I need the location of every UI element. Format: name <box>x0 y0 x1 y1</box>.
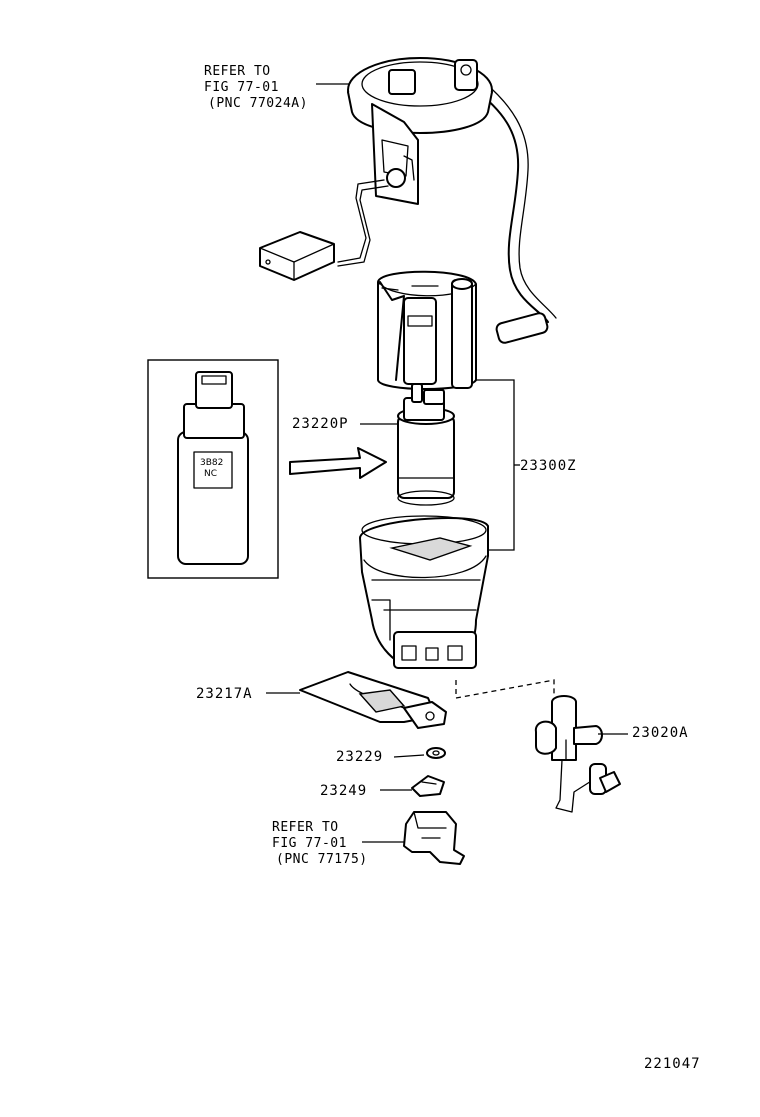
check-valve <box>534 695 621 813</box>
bottom-cover <box>403 811 465 865</box>
refer-top-line1: REFER TO <box>204 64 271 79</box>
refer-top-line3: (PNC 77024A) <box>208 96 308 111</box>
fuel-hose <box>475 89 549 323</box>
inset-label-line2: NC <box>204 469 218 479</box>
washer <box>426 747 446 759</box>
fuel-pump <box>397 383 455 506</box>
part-number-23020A: 23020A <box>632 725 689 741</box>
hose-connector <box>495 312 549 344</box>
gauge-connector-block <box>388 69 416 95</box>
inset-label-line1: 3B82 <box>200 458 224 468</box>
sender-unit <box>259 231 335 281</box>
sender-gauge-top-assembly <box>259 57 557 344</box>
part-number-23229: 23229 <box>336 749 384 765</box>
dashed-connection-line <box>455 679 555 699</box>
gauge-bracket <box>371 103 419 205</box>
refer-bottom-line3: (PNC 77175) <box>276 852 368 867</box>
part-number-23217A: 23217A <box>196 686 253 702</box>
part-number-23249: 23249 <box>320 783 368 799</box>
clip <box>411 775 445 797</box>
refer-bottom-line2: FIG 77-01 <box>272 836 347 851</box>
part-number-23300Z: 23300Z <box>520 458 577 474</box>
pump-detail-inset <box>147 359 279 579</box>
fuel-filter <box>299 671 447 729</box>
refer-bottom-line1: REFER TO <box>272 820 339 835</box>
pump-housing-upper <box>377 270 477 390</box>
part-number-23220P: 23220P <box>292 416 349 432</box>
pump-housing-lower <box>359 515 489 669</box>
refer-top-line2: FIG 77-01 <box>204 80 279 95</box>
diagram-id: 221047 <box>644 1056 701 1072</box>
leader-23229 <box>393 754 425 758</box>
direction-arrow-icon <box>289 447 387 479</box>
